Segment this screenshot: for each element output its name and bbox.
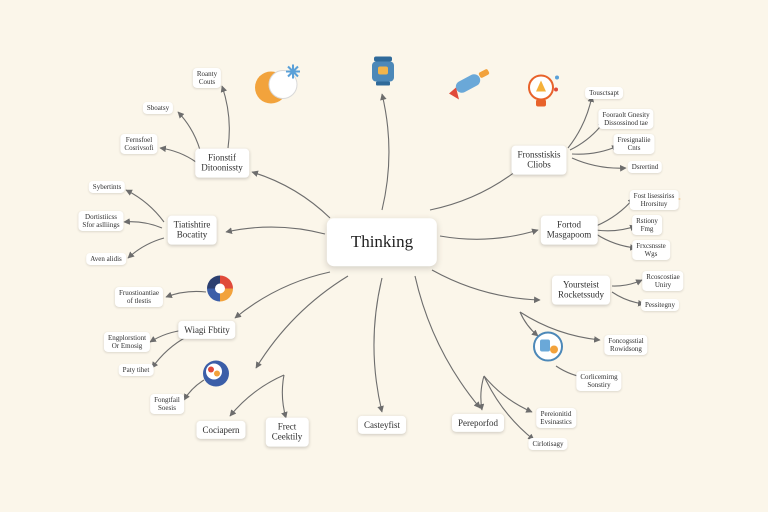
connector-line [431,269,541,304]
tools-icon [532,331,564,368]
subnode-4[interactable]: Sybertints [88,180,126,194]
connector-line [255,275,349,369]
connector-line [571,157,627,172]
subnode-3[interactable]: Fernsfoel Cosrivsofi [120,133,158,155]
subnode-20[interactable]: Rcoscostiae Uniry [642,270,684,292]
connector-line [429,167,521,211]
subnode-9[interactable]: Paty tihet [118,363,154,377]
connector-line [229,374,285,417]
connector-line [373,277,384,413]
sun-moon-icon [249,63,311,114]
subnode-5[interactable]: Dortistiicss Sfor aslliings [78,210,124,232]
connector-line [414,275,481,409]
connector-line [483,375,535,441]
connector-line [595,233,637,251]
connector-line [595,197,635,227]
connector-line [611,291,645,307]
node-right-upper[interactable]: Fronsstiskis Cliobs [511,145,567,175]
subnode-17[interactable]: Fost lisessiriss Hrorsituy [629,189,679,211]
subnode-14[interactable]: Fooraolt Gnesity Dissossinod tae [598,108,654,130]
lightbulb-icon [524,72,562,117]
subnode-13[interactable]: Tousctsapt [585,86,623,100]
subnode-8[interactable]: Engplorstiont Or Emosig [103,331,151,353]
subnode-21[interactable]: Pessitegny [641,298,679,312]
node-left-lower[interactable]: Wiagi Fbtity [178,320,236,340]
subnode-10[interactable]: Fongtfail Soesis [150,393,184,415]
subnode-12[interactable]: Cirlotisagy [528,437,568,451]
connector-line [125,189,165,223]
connector-line [595,224,637,232]
subnode-15[interactable]: Fresignaliie Cnts [613,133,655,155]
connector-line [225,226,326,235]
node-upper-left[interactable]: Fionstif Ditoonissty [195,148,249,178]
connector-line [611,279,643,287]
subnode-7[interactable]: Fruostioantiae of tlestis [114,286,164,308]
subnode-19[interactable]: Frxcsnsste Wgs [632,239,670,261]
connector-line [165,290,207,298]
connector-line [220,85,230,149]
connector-line [251,170,331,219]
connector-line [571,145,619,155]
connector-line [439,228,539,240]
connector-line [127,237,165,259]
node-bottom-center[interactable]: Casteyfist [358,415,406,435]
connector-line [519,311,601,343]
connector-line [177,111,201,151]
central-node[interactable]: Thinking [326,218,438,266]
connector-line [159,145,197,163]
subnode-6[interactable]: Aven alidis [86,252,126,266]
connector-line [183,379,205,401]
connector-line [151,335,189,369]
connector-line [380,93,390,211]
connector-line [281,374,288,419]
connector-line [519,311,539,337]
subnode-11[interactable]: Pereionitid Evsinastics [536,407,576,429]
subnode-22[interactable]: Foncogsstial Rowidsong [604,334,648,356]
color-wheel-icon [205,274,235,309]
subnode-2[interactable]: Sboatsy [142,101,174,115]
node-bottom-right[interactable]: Pereporfod [452,413,504,433]
connector-line [123,218,163,229]
subnode-1[interactable]: Roanty Couts [192,67,222,89]
subnode-23[interactable]: Corlicemirng Sonstiry [576,370,622,392]
node-left[interactable]: Tiatishtire Bocatity [167,215,217,245]
connector-line [477,375,485,411]
lantern-icon [368,55,398,94]
node-right-lower[interactable]: Yoursteist Rocketssudy [552,275,610,305]
subnode-16[interactable]: Dsrertind [627,160,663,174]
palette-icon [201,359,231,394]
node-right[interactable]: Fortod Masgapoom [540,215,598,245]
telescope-icon [445,68,495,109]
connector-line [483,375,533,413]
connector-line [567,95,595,149]
subnode-18[interactable]: Rstiony Fmg [632,214,662,236]
connector-line [234,271,331,319]
node-bottom-left[interactable]: Cociapern [196,420,246,440]
connector-lines [123,85,645,441]
node-bottom-mid-left[interactable]: Frect Ceektily [265,417,309,447]
